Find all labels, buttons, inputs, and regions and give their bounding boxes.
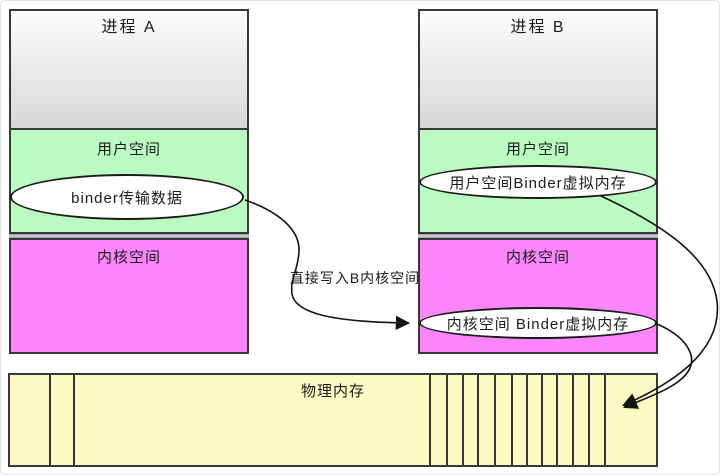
memory-page-divider — [49, 375, 51, 465]
process-b-box-gap — [418, 234, 658, 238]
arrow-annotation: 直接写入B内核空间 — [289, 270, 421, 286]
memory-page-divider — [556, 375, 558, 465]
memory-page-divider — [73, 375, 75, 465]
memory-page-divider — [511, 375, 513, 465]
physical-memory-bar: 物理内存 — [8, 373, 658, 467]
binder-data-ellipse: binder传输数据 — [10, 174, 244, 220]
process-a-header-box: 进程 A — [9, 9, 249, 130]
physical-memory-label: 物理内存 — [300, 383, 365, 400]
kernel-space-binder-vm-ellipse: 内核空间 Binder虚拟内存 — [419, 307, 657, 339]
process-a-user-space-label: 用户空间 — [96, 141, 161, 158]
process-b-user-space-label: 用户空间 — [505, 141, 570, 158]
user-space-binder-vm-ellipse: 用户空间Binder虚拟内存 — [419, 165, 657, 199]
process-b-title: 进程 B — [510, 19, 566, 36]
memory-page-divider — [446, 375, 448, 465]
memory-page-divider — [572, 375, 574, 465]
process-b-kernel-space-label: 内核空间 — [505, 249, 570, 266]
memory-page-divider — [526, 375, 528, 465]
process-a-box-gap — [9, 234, 249, 238]
memory-page-divider — [588, 375, 590, 465]
memory-page-divider — [429, 375, 431, 465]
memory-page-divider — [462, 375, 464, 465]
arrow-a-to-b-kernel — [244, 199, 411, 331]
process-b-header-box: 进程 B — [418, 9, 658, 130]
process-a-kernel-space: 内核空间 — [9, 238, 249, 354]
memory-page-divider — [604, 375, 606, 465]
memory-page-divider — [477, 375, 479, 465]
memory-page-divider — [541, 375, 543, 465]
memory-page-divider — [494, 375, 496, 465]
process-a-title: 进程 A — [101, 19, 157, 36]
process-a-kernel-space-label: 内核空间 — [96, 249, 161, 266]
